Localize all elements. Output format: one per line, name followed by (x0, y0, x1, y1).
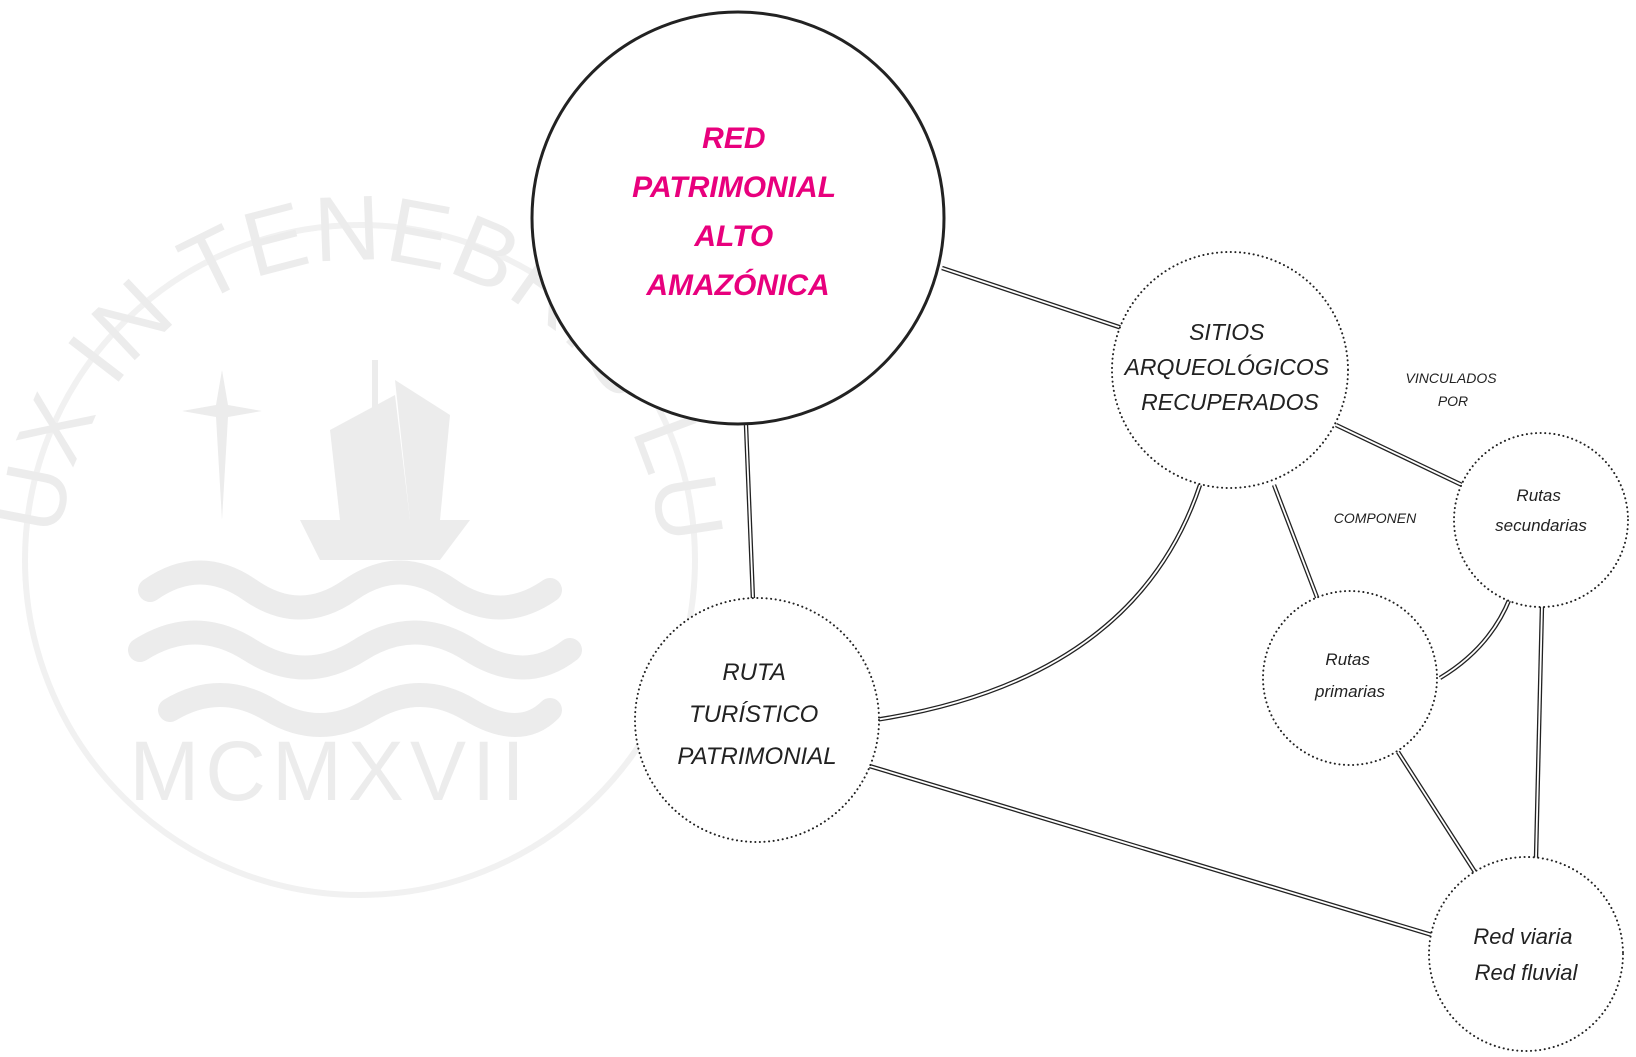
red-label: Red viaria Red fluvial (1473, 924, 1578, 985)
edge-sitios-ruta (874, 484, 1203, 723)
edge-secundarias-primarias (1438, 597, 1513, 680)
edge-ruta-red (865, 762, 1433, 938)
node-red: Red viaria Red fluvial (1428, 856, 1624, 1052)
relation-componen-label: COMPONEN (1334, 510, 1417, 526)
waves-icon (128, 560, 582, 737)
edge-sitios-secundarias (1335, 423, 1463, 487)
node-ruta: RUTA TURÍSTICO PATRIMONIAL (634, 597, 880, 843)
edge-main-sitios (941, 265, 1123, 331)
ship-icon (300, 360, 470, 560)
rutas-primarias-label: Rutas primarias (1314, 650, 1385, 701)
ruta-label: RUTA TURÍSTICO PATRIMONIAL (677, 659, 836, 770)
watermark-year: MCMXVII (129, 724, 530, 818)
edge-primarias-red (1396, 750, 1477, 874)
rutas-secundarias-label: Rutas secundarias (1495, 486, 1587, 535)
node-sitios: SITIOS ARQUEOLÓGICOS RECUPERADOS (1111, 251, 1349, 489)
edges (743, 265, 1545, 938)
node-main: RED PATRIMONIAL ALTO AMAZÓNICA (530, 10, 946, 426)
edge-secundarias-red (1533, 604, 1545, 859)
main-title: RED PATRIMONIAL ALTO AMAZÓNICA (632, 122, 844, 302)
edge-sitios-primarias (1271, 484, 1321, 601)
edge-main-ruta (743, 424, 756, 601)
relation-vinculados-label: VINCULADOS POR (1406, 370, 1501, 409)
node-rutas-primarias: Rutas primarias (1262, 590, 1438, 766)
star-icon (182, 370, 262, 520)
sitios-label: SITIOS ARQUEOLÓGICOS RECUPERADOS (1123, 319, 1336, 415)
node-rutas-secundarias: Rutas secundarias (1453, 432, 1629, 608)
